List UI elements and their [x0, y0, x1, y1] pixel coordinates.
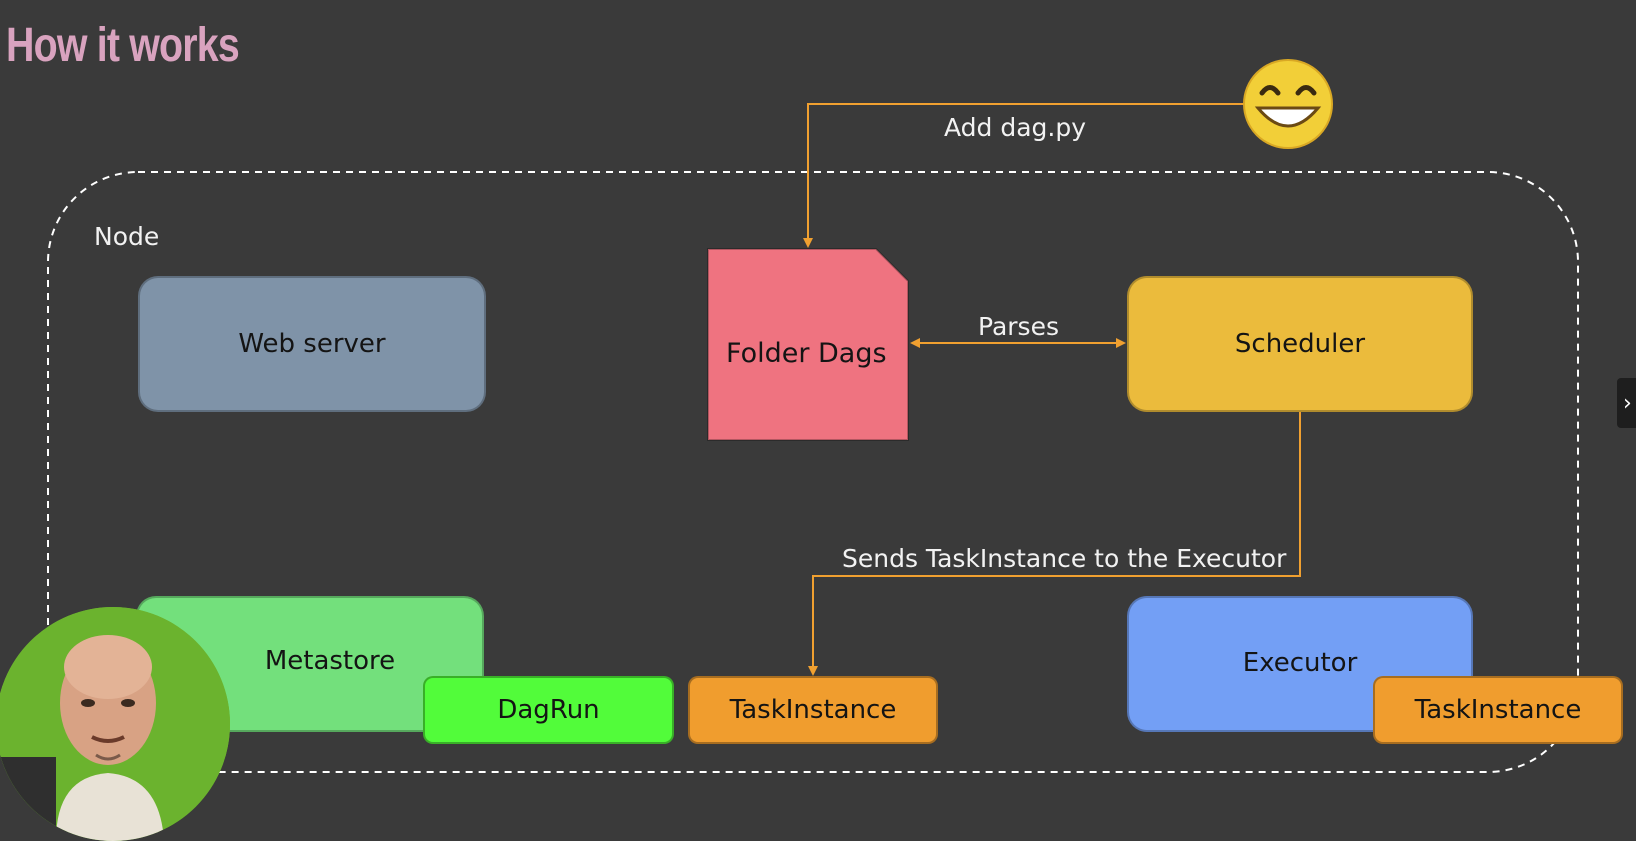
- sends-arrow: [808, 412, 1301, 676]
- chevron-right-icon: ›: [1623, 390, 1632, 416]
- taskinstance-box: TaskInstance: [688, 676, 938, 744]
- web-server-box: Web server: [138, 276, 486, 412]
- node-label: Node: [94, 222, 160, 251]
- diagram-connectors: [47, 59, 1579, 773]
- sends-label: Sends TaskInstance to the Executor: [842, 544, 1287, 573]
- folder-dags-label: Folder Dags: [726, 338, 887, 369]
- add-dag-arrow: [803, 103, 1248, 248]
- scheduler-box: Scheduler: [1127, 276, 1473, 412]
- add-dag-label: Add dag.py: [944, 113, 1087, 142]
- metastore-label: Metastore: [264, 646, 396, 676]
- next-slide-button[interactable]: ›: [1617, 378, 1636, 428]
- presenter-webcam: [0, 607, 230, 841]
- dagrun-box: DagRun: [423, 676, 674, 744]
- executor-taskinstance-box: TaskInstance: [1373, 676, 1623, 744]
- executor-label: Executor: [1242, 648, 1358, 678]
- parses-label: Parses: [978, 312, 1059, 341]
- page-title: How it works: [6, 19, 240, 72]
- grinning-face-emoji-icon: [1243, 59, 1333, 149]
- folder-dags-shape: [707, 248, 909, 441]
